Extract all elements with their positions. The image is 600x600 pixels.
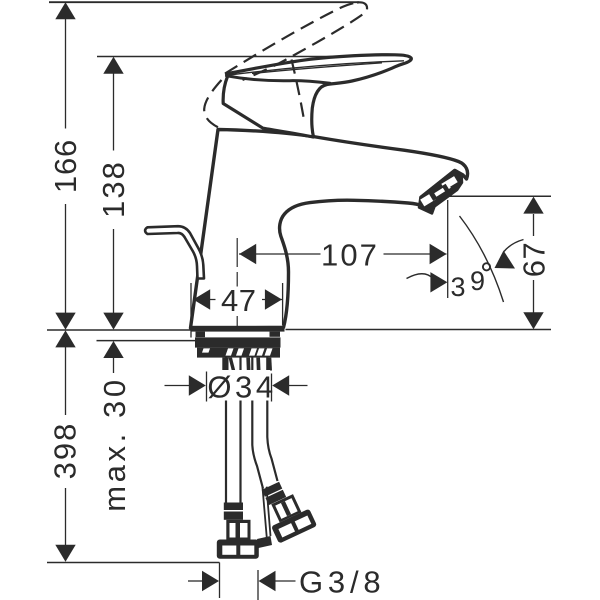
svg-text:9: 9 [470,266,485,296]
svg-text:47: 47 [221,283,256,318]
svg-text:398: 398 [48,422,83,480]
svg-text:3: 3 [450,272,465,302]
svg-text:Ø 3 4: Ø 3 4 [207,370,273,405]
svg-text:max. 30: max. 30 [97,376,132,511]
svg-text:166: 166 [48,139,83,193]
svg-text:67: 67 [517,242,552,277]
svg-text:G 3 / 8: G 3 / 8 [299,565,379,600]
svg-text:107: 107 [321,238,379,273]
svg-text:138: 138 [96,160,131,218]
